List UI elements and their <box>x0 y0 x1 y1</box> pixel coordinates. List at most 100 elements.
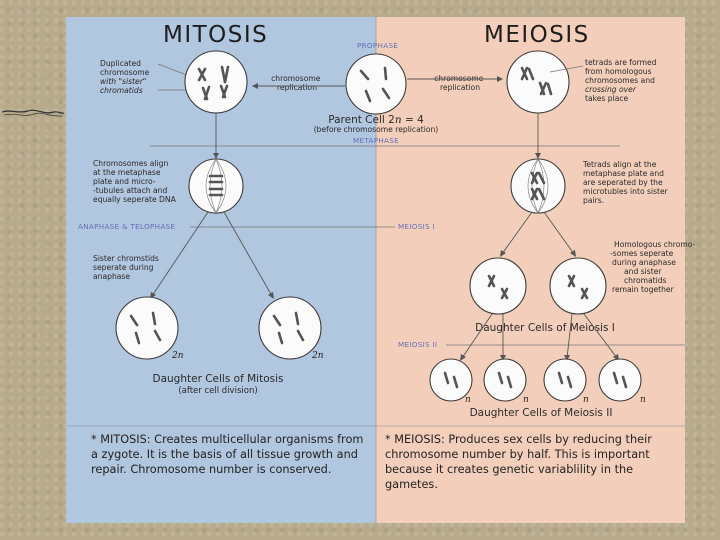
summary-line: gametes. <box>385 478 438 491</box>
stage-anaphase-telophase: ANAPHASE & TELOPHASE <box>78 222 175 231</box>
note-line: remain together <box>612 285 675 294</box>
note-line: and sister <box>624 267 662 276</box>
mitosis-prophase-cell <box>184 50 248 114</box>
replication-right-label: chromosome replication <box>434 74 486 92</box>
chromosomes <box>197 65 230 101</box>
gamete-chromosomes <box>612 371 628 389</box>
stage-prophase: PROPHASE <box>357 41 398 50</box>
note-line: from homologous <box>585 67 652 76</box>
note-line: -somes seperate <box>610 249 674 258</box>
note-pointer <box>549 65 584 73</box>
mitosis-daughter-cell-right <box>258 296 322 360</box>
meiosis-title: MEIOSIS <box>484 22 590 48</box>
note-line: anaphase <box>93 272 130 281</box>
mitosis-title: MITOSIS <box>163 22 268 48</box>
note-line: plate and micro- <box>93 177 156 186</box>
summary-line: chromosome number by half. This is impor… <box>385 448 650 461</box>
note-line: metaphase plate and <box>583 169 664 178</box>
label-2n-left: 2n <box>171 351 184 361</box>
note-line: takes place <box>585 94 629 103</box>
arrow-mitosis-right <box>223 211 273 297</box>
meiosis1-daughter-cell-left <box>469 257 527 315</box>
arrow <box>566 313 573 359</box>
stage-metaphase: METAPHASE <box>353 136 399 145</box>
note-tetrads: tetrads are formed from homologous chrom… <box>585 58 659 103</box>
mitosis-daughter-sub: (after cell division) <box>178 386 257 396</box>
arrowhead <box>497 76 503 82</box>
note-line: microtubles into sister <box>583 187 669 196</box>
note-meiosis-align: Tetrads align at the metaphase plate and… <box>582 160 670 205</box>
note-duplicated-line: chromatids <box>100 86 143 95</box>
note-line: equally seperate DNA <box>93 195 177 204</box>
arrow-meiosis1-left <box>501 211 533 255</box>
mitosis-daughter-title: Daughter Cells of Mitosis <box>153 373 284 385</box>
arrowhead <box>500 355 506 361</box>
arrow-mitosis-left <box>151 211 209 297</box>
meiosis2-cell-2 <box>483 358 527 402</box>
arrow <box>461 313 493 359</box>
tetrads <box>520 66 553 96</box>
meiosis2-daughter-title: Daughter Cells of Meiosis II <box>470 407 613 419</box>
arrowhead <box>460 354 466 361</box>
parent-cell <box>345 53 407 115</box>
note-mitosis-align: Chromosomes align at the metaphase plate… <box>93 159 177 204</box>
note-line: Homologous chromo- <box>614 240 696 249</box>
note-duplicated-line: chromosome <box>100 68 150 77</box>
mitosis-summary: * MITOSIS: Creates multicellular organis… <box>91 433 367 476</box>
spindle <box>205 158 227 214</box>
note-line: Chromosomes align <box>93 159 168 168</box>
meiosis2-cell-3 <box>543 358 587 402</box>
note-duplicated-line: with "sister" <box>100 77 146 86</box>
arrowhead <box>213 153 219 159</box>
gamete-chromosomes <box>557 371 573 389</box>
note-line: -tubules attach and <box>93 186 167 195</box>
note-line: crossing over <box>585 85 637 94</box>
summary-line: because it creates genetic variablility … <box>385 463 633 476</box>
note-homologous: Homologous chromo- -somes seperate durin… <box>610 240 698 294</box>
summary-line: a zygote. It is the basis of all tissue … <box>91 448 358 461</box>
label-n: n <box>523 395 529 405</box>
note-line: Sister chromstids <box>93 254 159 263</box>
arrow <box>583 313 618 359</box>
daughter-chromosomes <box>487 274 509 300</box>
summary-line: repair. Chromosome number is conserved. <box>91 463 331 476</box>
arrowhead <box>252 83 258 89</box>
note-duplicated-line: Duplicated <box>100 59 141 68</box>
meiosis-prophase-cell <box>506 50 570 114</box>
label-n: n <box>465 395 471 405</box>
replication-left-label: chromosome replication <box>271 74 323 92</box>
stage-meiosis-2: MEIOSIS II <box>398 340 437 349</box>
parent-cell-sub: (before chromosome replication) <box>314 125 439 134</box>
gamete-chromosomes <box>443 371 459 389</box>
mitosis-daughter-cell-left <box>115 296 179 360</box>
mitosis-metaphase-cell <box>188 158 244 214</box>
summary-line: * MEIOSIS: Produces sex cells by reducin… <box>385 433 652 446</box>
replication-line: chromosome <box>434 74 484 83</box>
note-line: during anaphase <box>612 258 676 267</box>
parent-cell-label: Parent Cell 2n = 4 <box>328 114 424 126</box>
meiosis1-daughter-cell-right <box>549 257 607 315</box>
meiosis2-cell-4 <box>598 358 642 402</box>
meiosis2-cell-1 <box>429 358 473 402</box>
note-line: are seperated by the <box>583 178 663 187</box>
note-line: chromosomes and <box>585 76 655 85</box>
note-line: at the metaphase <box>93 168 161 177</box>
stage-meiosis-1: MEIOSIS I <box>398 222 435 231</box>
label-n: n <box>583 395 589 405</box>
replication-line: chromosome <box>271 74 321 83</box>
label-2n-right: 2n <box>311 351 324 361</box>
label-n: n <box>640 395 646 405</box>
daughter-chromosomes <box>129 311 162 345</box>
meiosis-metaphase-cell <box>510 158 566 214</box>
summary-line: * MITOSIS: Creates multicellular organis… <box>91 433 363 446</box>
meiosis1-daughter-title: Daughter Cells of Meiosis I <box>475 322 615 334</box>
arrowhead <box>268 292 274 299</box>
replication-line: replication <box>277 83 317 92</box>
daughter-chromosomes <box>567 274 589 300</box>
parent-chromosomes <box>359 66 391 103</box>
note-duplicated: Duplicated chromosome with "sister" chro… <box>100 59 152 95</box>
note-line: seperate during <box>93 263 154 272</box>
note-line: pairs. <box>583 196 604 205</box>
arrowhead <box>564 355 570 361</box>
note-line: tetrads are formed <box>585 58 657 67</box>
